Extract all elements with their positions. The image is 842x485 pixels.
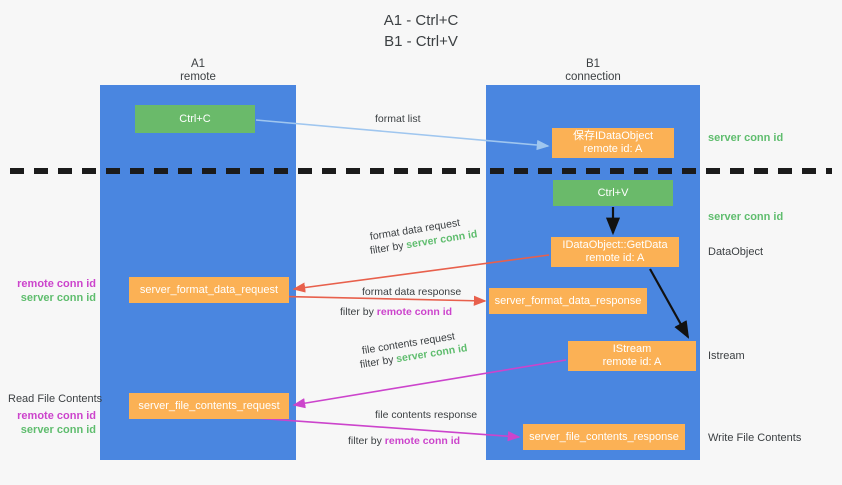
annotation-server-conn-id: server conn id xyxy=(20,292,96,304)
node-server-format-data-request-label: server_format_data_request xyxy=(139,283,279,296)
annotation-dataobject: DataObject xyxy=(708,246,764,258)
node-ctrl-v[interactable]: Ctrl+V xyxy=(553,180,673,206)
node-ctrl-c-label: Ctrl+C xyxy=(179,112,211,125)
node-save-dataobject[interactable]: 保存IDataObject remote id: A xyxy=(552,128,674,158)
node-save-dataobject-label: 保存IDataObject xyxy=(572,130,654,142)
node-server-file-contents-response[interactable]: server_file_contents_response xyxy=(523,424,685,450)
page-title: A1 - Ctrl+C B1 - Ctrl+V xyxy=(0,10,842,52)
node-server-format-data-response-label: server_format_data_response xyxy=(494,294,642,307)
annotation-conn-ids-lower: remote conn id server conn id xyxy=(10,409,96,437)
annotation-write-file-contents: Write File Contents xyxy=(708,432,802,444)
edge-label-file-contents-response: file contents response xyxy=(375,408,477,422)
filter-value-remote-conn-id: remote conn id xyxy=(376,306,453,318)
filter-prefix: filter by xyxy=(348,435,385,447)
edge-label-format-data-response: format data response xyxy=(362,285,461,299)
node-ctrl-c[interactable]: Ctrl+C xyxy=(135,105,255,133)
annotation-read-file-contents: Read File Contents xyxy=(8,393,103,405)
lane-b1-role: connection xyxy=(565,71,621,83)
node-server-file-contents-request-label: server_file_contents_request xyxy=(138,399,280,412)
edge-label-format-data-response-text: format data response xyxy=(362,286,462,298)
node-server-file-contents-response-label: server_file_contents_response xyxy=(529,430,679,443)
node-server-format-data-response[interactable]: server_format_data_response xyxy=(489,288,647,314)
edge-label-file-contents-response-filter: filter by remote conn id xyxy=(348,434,460,448)
title-line-1: A1 - Ctrl+C xyxy=(383,12,459,29)
node-server-format-data-request[interactable]: server_format_data_request xyxy=(129,277,289,303)
annotation-conn-ids-upper: remote conn id server conn id xyxy=(10,277,96,305)
phase-divider xyxy=(10,168,832,174)
node-istream-sub: remote id: A xyxy=(602,356,662,368)
edge-label-format-list-text: format list xyxy=(375,113,421,125)
annotation-remote-conn-id: remote conn id xyxy=(17,278,96,290)
node-istream-label: IStream xyxy=(612,343,652,355)
lane-a1-role: remote xyxy=(180,71,216,83)
edge-label-file-contents-response-text: file contents response xyxy=(375,409,478,421)
lane-header-a1: A1 remote xyxy=(128,58,268,84)
filter-value-remote-conn-id: remote conn id xyxy=(384,435,461,447)
lane-b1-name: B1 xyxy=(585,58,601,70)
annotation-istream: Istream xyxy=(708,350,745,362)
node-getdata[interactable]: IDataObject::GetData remote id: A xyxy=(551,237,679,267)
lane-a1-name: A1 xyxy=(190,58,206,70)
title-line-2: B1 - Ctrl+V xyxy=(384,33,458,50)
node-server-file-contents-request[interactable]: server_file_contents_request xyxy=(129,393,289,419)
annotation-remote-conn-id: remote conn id xyxy=(17,410,96,422)
node-save-dataobject-sub: remote id: A xyxy=(583,143,643,155)
filter-prefix: filter by xyxy=(340,306,377,318)
node-ctrl-v-label: Ctrl+V xyxy=(597,186,629,199)
node-getdata-sub: remote id: A xyxy=(585,252,645,264)
annotation-server-conn-id-mid: server conn id xyxy=(708,211,784,223)
lane-header-b1: B1 connection xyxy=(523,58,663,84)
edge-label-format-data-response-filter: filter by remote conn id xyxy=(340,305,452,319)
node-getdata-label: IDataObject::GetData xyxy=(562,239,668,251)
edge-label-format-list: format list xyxy=(375,112,421,126)
annotation-server-conn-id-top: server conn id xyxy=(708,132,784,144)
node-istream[interactable]: IStream remote id: A xyxy=(568,341,696,371)
annotation-server-conn-id: server conn id xyxy=(20,424,96,436)
